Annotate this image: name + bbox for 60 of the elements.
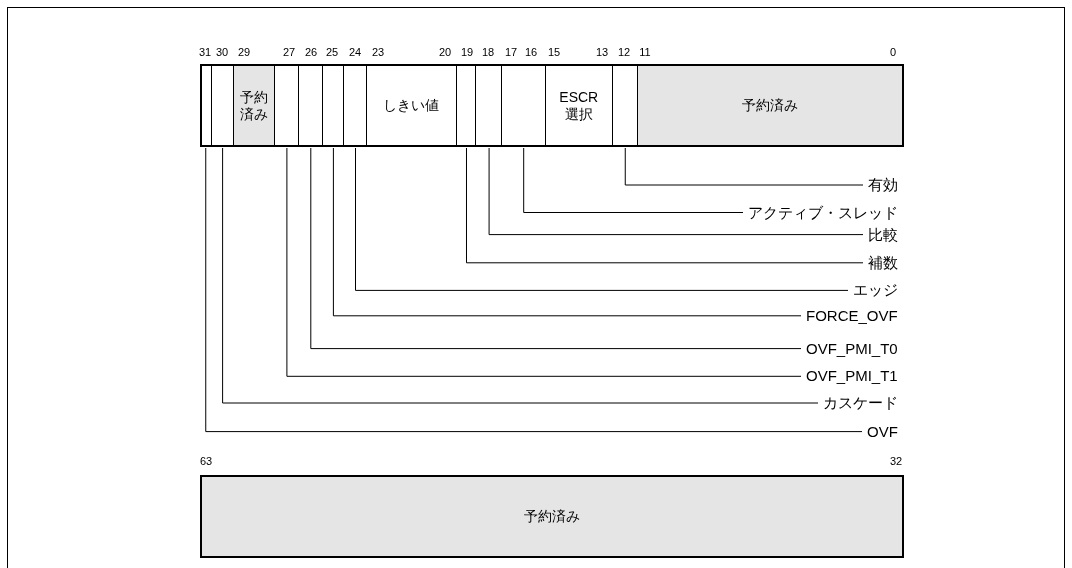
bit-number: 25 xyxy=(325,46,339,59)
bit-field xyxy=(200,64,212,147)
register-field xyxy=(367,64,457,147)
bit-number: 13 xyxy=(595,46,609,59)
bit-number: 18 xyxy=(481,46,495,59)
bit-field xyxy=(275,64,299,147)
bit-field xyxy=(322,64,344,147)
bit-field xyxy=(501,64,546,147)
bit-number: 16 xyxy=(524,46,538,59)
bit-number: 24 xyxy=(348,46,362,59)
bit-number: 15 xyxy=(547,46,561,59)
bit-number: 27 xyxy=(282,46,296,59)
bit-field xyxy=(456,64,477,147)
field-name: 予約済み xyxy=(239,88,269,123)
bit-field xyxy=(298,64,323,147)
leader-line xyxy=(310,147,802,350)
bit-field xyxy=(613,64,638,147)
bit-number: 29 xyxy=(237,46,251,59)
leader-line xyxy=(332,147,802,317)
bit-number: 30 xyxy=(215,46,229,59)
field-label: エッジ xyxy=(848,281,898,300)
register-field xyxy=(545,64,613,147)
field-label: 補数 xyxy=(863,253,898,272)
leader-line xyxy=(488,147,864,236)
field-label: アクティブ・スレッド xyxy=(743,203,898,222)
bit-field xyxy=(476,64,502,147)
bit-number: 23 xyxy=(371,46,385,59)
bit-number: 11 xyxy=(639,46,651,59)
register-field xyxy=(233,64,275,147)
leader-line xyxy=(523,147,744,213)
bit-number: 32 xyxy=(889,455,903,468)
bit-field xyxy=(344,64,367,147)
bit-number: 31 xyxy=(198,46,212,59)
field-name: 予約済み xyxy=(524,508,580,525)
leader-line xyxy=(286,147,802,377)
register-field xyxy=(200,475,904,558)
field-name: しきい値 xyxy=(383,97,440,114)
field-name: 予約済み xyxy=(741,97,798,114)
field-label: OVF_PMI_T1 xyxy=(801,367,898,386)
field-name: ESCR 選択 xyxy=(558,88,600,123)
field-label: 比較 xyxy=(863,225,898,244)
leader-line xyxy=(205,147,863,433)
field-label: OVF xyxy=(862,422,898,441)
field-label: OVF_PMI_T0 xyxy=(801,339,898,358)
bit-number: 0 xyxy=(889,46,897,59)
bit-field xyxy=(211,64,234,147)
bit-number: 12 xyxy=(617,46,631,59)
register-field xyxy=(637,64,904,147)
bit-number: 19 xyxy=(460,46,474,59)
field-label: 有効 xyxy=(863,176,898,194)
leader-line xyxy=(624,147,864,186)
bit-number: 26 xyxy=(304,46,318,59)
leader-line xyxy=(466,147,864,264)
bit-number: 17 xyxy=(504,46,518,59)
bit-number: 20 xyxy=(438,46,452,59)
field-label: FORCE_OVF xyxy=(801,306,898,325)
field-label: カスケード xyxy=(818,394,898,412)
bit-number: 63 xyxy=(199,455,213,468)
leader-line xyxy=(355,147,849,291)
leader-line xyxy=(222,147,819,404)
